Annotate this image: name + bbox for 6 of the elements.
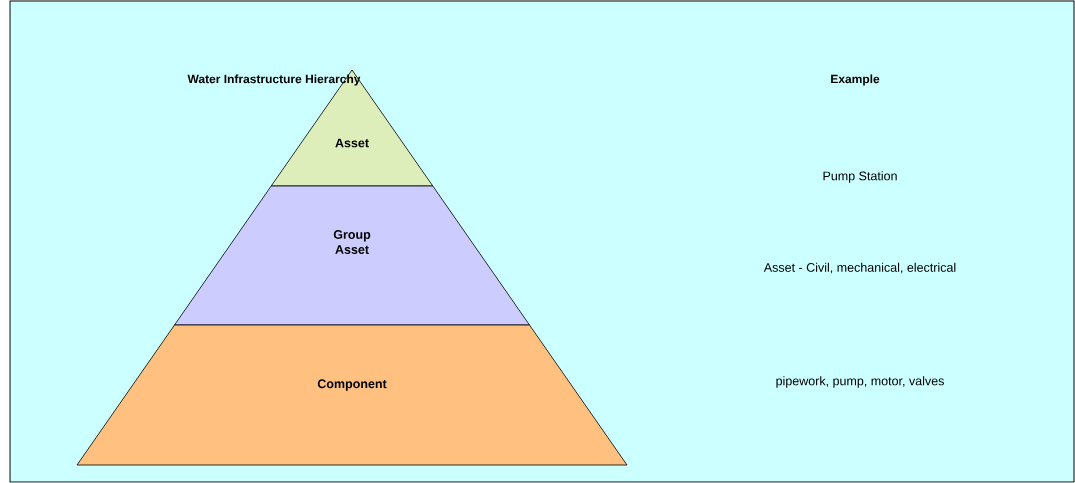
example-text: Pump Station: [823, 171, 897, 183]
pyramid-tier: Group Asset: [174, 185, 530, 326]
example-text: pipework, pump, motor, valves: [776, 376, 944, 388]
column-heading: Example: [831, 74, 880, 86]
pyramid-tier: Component: [76, 324, 628, 466]
example-text: Asset - Civil, mechanical, electrical: [763, 262, 956, 274]
